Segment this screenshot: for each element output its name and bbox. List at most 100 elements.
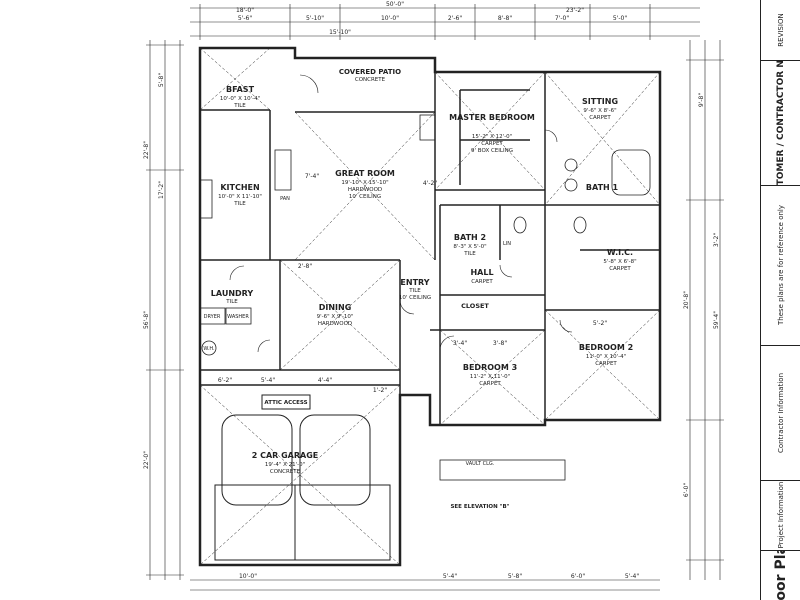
dim-misc-8: 5'-2" — [593, 320, 607, 327]
dimension-lines — [146, 4, 724, 591]
svg-text:CARPET: CARPET — [479, 381, 501, 387]
ceiling-lines — [199, 47, 661, 566]
room-closet: CLOSET — [461, 302, 489, 310]
svg-text:19'-4" X 21'-0": 19'-4" X 21'-0" — [265, 462, 305, 468]
svg-text:9' BOX CEILING: 9' BOX CEILING — [471, 148, 513, 154]
contractor-info-label: Contractor Information — [777, 372, 785, 453]
title-block-note-header: CUSTOMER / CONTRACTOR NOTE — [761, 60, 800, 186]
svg-text:CONCRETE: CONCRETE — [355, 77, 386, 83]
dim-top-6: 7'-0" — [555, 15, 569, 22]
garage-elements — [214, 394, 391, 561]
dim-misc-5: 2'-8" — [298, 263, 312, 270]
svg-text:TILE: TILE — [233, 103, 246, 109]
title-block: REVISION CUSTOMER / CONTRACTOR NOTE Thes… — [760, 0, 800, 600]
svg-text:15'-2" X 12'-0": 15'-2" X 12'-0" — [472, 134, 512, 140]
dim-right-1: 9'-8" — [698, 93, 705, 107]
room-wic: W.I.C. — [607, 248, 633, 257]
dim-right-5: 6'-0" — [683, 483, 690, 497]
svg-text:HARDWOOD: HARDWOOD — [348, 187, 382, 193]
room-bedroom-2: BEDROOM 2 — [579, 343, 633, 352]
title-block-project: Project Information — [761, 480, 800, 551]
svg-text:10' CEILING: 10' CEILING — [349, 194, 381, 200]
revision-label: REVISION — [777, 13, 785, 47]
dim-left-4: 56'-8" — [143, 311, 150, 329]
svg-text:10'-0" X 10'-4": 10'-0" X 10'-4" — [220, 96, 260, 102]
dim-bottom-3: 5'-8" — [508, 573, 522, 580]
dim-left-2: 22'-8" — [143, 141, 150, 159]
svg-text:CARPET: CARPET — [595, 361, 617, 367]
room-hall: HALL — [470, 268, 493, 277]
svg-text:19'-10" X 15'-10": 19'-10" X 15'-10" — [341, 180, 388, 186]
svg-text:TILE: TILE — [463, 251, 476, 257]
floor-plan-drawing: 50'-0" 5'-6" 5'-10" 10'-0" 2'-6" 8'-8" 7… — [143, 1, 724, 591]
dim-bottom-1: 10'-0" — [239, 573, 257, 580]
svg-text:10' CEILING: 10' CEILING — [399, 295, 431, 301]
svg-text:CARPET: CARPET — [589, 115, 611, 121]
dim-top-7: 5'-0" — [613, 15, 627, 22]
room-master-bedroom: MASTER BEDROOM — [449, 113, 535, 122]
dryer-label: DRYER — [204, 314, 221, 320]
dim-top-mid-3: 23'-2" — [566, 7, 584, 14]
room-labels: BFAST 10'-0" X 10'-4" TILE KITCHEN 10'-0… — [203, 68, 636, 510]
svg-text:TILE: TILE — [408, 288, 421, 294]
svg-text:11'-2" X 11'-0": 11'-2" X 11'-0" — [470, 374, 510, 380]
dim-top-5: 8'-8" — [498, 15, 512, 22]
dim-bottom-5: 5'-4" — [625, 573, 639, 580]
attic-access-label: ATTIC ACCESS — [264, 400, 307, 406]
svg-text:TILE: TILE — [225, 299, 238, 305]
room-garage: 2 CAR GARAGE — [252, 451, 319, 460]
dim-top-mid-2: 15'-10" — [329, 29, 351, 36]
customer-note-label: CUSTOMER / CONTRACTOR NOTE — [776, 60, 786, 186]
svg-text:CARPET: CARPET — [481, 141, 503, 147]
project-info-label: Project Information — [777, 481, 785, 549]
dim-misc-3: 4'-4" — [318, 377, 332, 384]
dim-bottom-4: 6'-0" — [571, 573, 585, 580]
room-covered-patio: COVERED PATIO — [339, 68, 401, 76]
svg-text:TILE: TILE — [233, 201, 246, 207]
dim-top-3: 10'-0" — [381, 15, 399, 22]
room-bedroom-3: BEDROOM 3 — [463, 363, 517, 372]
linen-label: LIN — [503, 241, 511, 247]
room-great-room: GREAT ROOM — [335, 169, 395, 178]
dim-left-3: 17'-2" — [158, 181, 165, 199]
dim-misc-10: 1'-2" — [373, 387, 387, 394]
svg-text:5'-8" X 6'-8": 5'-8" X 6'-8" — [603, 259, 636, 265]
sheet-title: Floor Plan — [773, 550, 789, 600]
dim-right-3: 20'-8" — [683, 291, 690, 309]
dim-left-5: 22'-0" — [143, 451, 150, 469]
room-bfast: BFAST — [226, 85, 255, 94]
dim-misc-4: 3'-4" — [453, 340, 467, 347]
dim-bottom-2: 5'-4" — [443, 573, 457, 580]
overall-width-dim: 50'-0" — [386, 1, 404, 8]
pantry-label: PAN — [280, 196, 290, 202]
svg-text:9'-6" X 8'-6": 9'-6" X 8'-6" — [583, 108, 616, 114]
room-kitchen: KITCHEN — [220, 183, 259, 192]
title-block-contractor: Contractor Information — [761, 345, 800, 481]
room-sitting: SITTING — [582, 97, 618, 106]
svg-text:CARPET: CARPET — [471, 279, 493, 285]
dim-misc-6: 4'-2" — [423, 180, 437, 187]
vault-ceiling-label: VAULT CLG. — [466, 461, 495, 467]
title-block-sheet: Floor Plan — [761, 550, 800, 600]
dim-misc-2: 5'-4" — [261, 377, 275, 384]
dim-misc-1: 6'-2" — [218, 377, 232, 384]
dim-top-4: 2'-6" — [448, 15, 462, 22]
door-swings — [229, 74, 573, 353]
svg-text:CONCRETE: CONCRETE — [270, 469, 301, 475]
water-heater-label: W.H. — [203, 346, 215, 352]
room-bath-1: BATH 1 — [586, 183, 619, 192]
dim-right-4: 59'-4" — [713, 311, 720, 329]
see-elevation-label: SEE ELEVATION "B" — [450, 504, 509, 510]
svg-text:CARPET: CARPET — [609, 266, 631, 272]
title-block-revision: REVISION — [761, 0, 800, 61]
room-entry: ENTRY — [400, 278, 429, 287]
room-bath-2: BATH 2 — [454, 233, 486, 242]
washer-label: WASHER — [227, 314, 249, 320]
dim-misc-9: 7'-4" — [305, 173, 319, 180]
room-laundry: LAUNDRY — [211, 289, 254, 298]
svg-text:8'-3" X 5'-0": 8'-3" X 5'-0" — [453, 244, 486, 250]
svg-text:10'-0" X 11'-10": 10'-0" X 11'-10" — [218, 194, 262, 200]
fixtures — [199, 114, 651, 481]
svg-text:9'-6" X 9'-10": 9'-6" X 9'-10" — [317, 314, 354, 320]
dim-top-1: 5'-6" — [238, 15, 252, 22]
